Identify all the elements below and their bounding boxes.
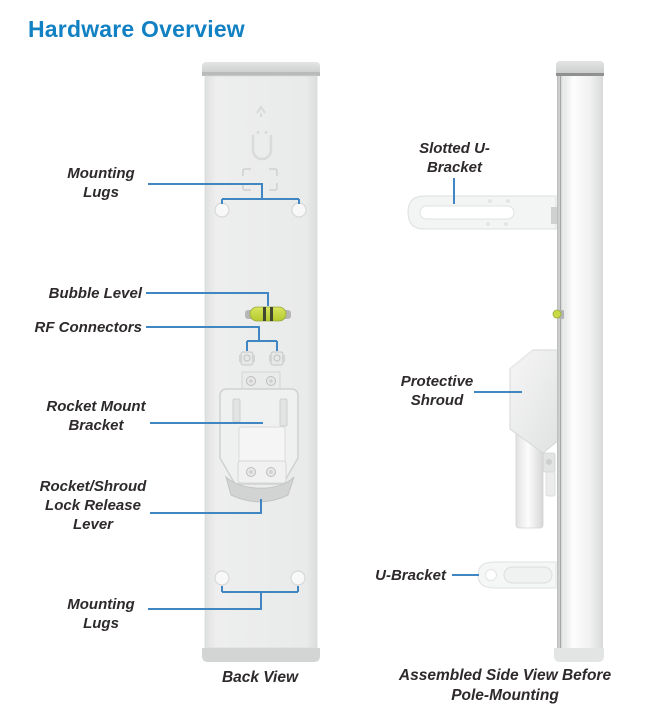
label-bubble-level: Bubble Level — [48, 285, 142, 302]
leader-lock-release-lever — [150, 499, 262, 514]
mounting-lugs-top — [214, 202, 307, 218]
label-slotted-u-bracket: Slotted U-Bracket — [419, 140, 490, 176]
side-view-assembly — [407, 61, 604, 662]
bubble-level — [245, 306, 291, 322]
pole-clamp-detail — [542, 452, 556, 497]
back-view-bottom-cap — [202, 648, 320, 662]
ubiquiti-logo-icon — [251, 131, 273, 161]
leader-lines — [146, 178, 522, 610]
label-lock-release-lever: Rocket/Shroud Lock Release Lever — [39, 478, 147, 533]
label-rf-connectors: RF Connectors — [34, 319, 142, 336]
side-view-caption: Assembled Side View Before Pole-Mounting — [398, 667, 612, 704]
side-view-bottom-cap — [554, 648, 604, 662]
leader-mounting-lugs-bottom — [148, 586, 299, 610]
back-view-caption: Back View — [221, 669, 299, 686]
lock-release-lever — [225, 475, 295, 503]
side-view-body — [557, 76, 603, 649]
leader-mounting-lugs-top — [148, 183, 300, 204]
label-mounting-lugs-top: Mounting Lugs — [67, 165, 135, 201]
side-view-panel — [552, 61, 604, 662]
u-bracket — [477, 561, 557, 589]
bubble-level-side — [552, 309, 564, 319]
mounting-lugs-bottom — [214, 570, 306, 586]
back-view-cap-edge — [202, 72, 320, 76]
label-mounting-lugs-bottom: Mounting Lugs — [67, 596, 135, 632]
protective-shroud — [509, 349, 560, 454]
page-title: Hardware Overview — [28, 16, 245, 43]
up-arrow-icon — [256, 105, 266, 117]
label-rocket-mount-bracket: Rocket Mount Bracket — [46, 398, 146, 434]
rocket-mount-bracket — [219, 371, 299, 485]
leader-rf-connectors — [146, 326, 278, 351]
back-view-panel — [202, 62, 320, 662]
bracket-alignment-marks — [242, 168, 278, 191]
side-view-top-cap — [556, 61, 604, 76]
rf-connectors — [239, 351, 285, 366]
label-u-bracket: U-Bracket — [375, 567, 446, 584]
slotted-u-bracket — [407, 195, 557, 230]
label-protective-shroud: Protective Shroud — [400, 373, 474, 409]
back-view-body — [204, 75, 318, 649]
leader-bubble-level — [146, 292, 269, 306]
